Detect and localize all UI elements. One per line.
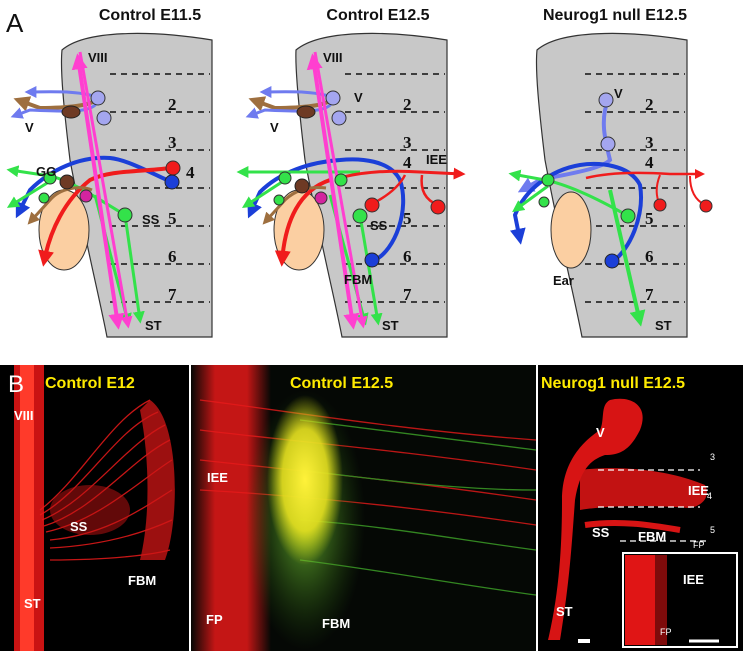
r2: 2: [168, 95, 177, 114]
svg-text:6: 6: [403, 247, 412, 266]
svg-text:V: V: [354, 90, 363, 105]
svg-text:VIII: VIII: [323, 50, 343, 65]
label-viii: VIII: [88, 50, 108, 65]
r3: 3: [168, 133, 177, 152]
panel-b-title-2: Control E12.5: [290, 375, 393, 392]
micrograph-control-e12: Control E12 VIII SS FBM ST: [0, 365, 189, 651]
svg-text:3: 3: [645, 133, 654, 152]
svg-text:2: 2: [645, 95, 654, 114]
svg-text:ST: ST: [655, 318, 672, 333]
micrograph-control-e125: Control E12.5 IEE FP FBM: [191, 365, 537, 651]
svg-text:ST: ST: [556, 604, 573, 619]
svg-text:3: 3: [710, 452, 715, 462]
r5: 5: [168, 209, 177, 228]
svg-text:FP: FP: [206, 612, 223, 627]
micrograph-neurog1-null: Neurog1 null E12.5 V IEE SS FBM ST IEE 3…: [538, 365, 743, 651]
panel-a-title-3: Neurog1 null E12.5: [543, 7, 687, 24]
svg-text:4: 4: [403, 153, 412, 172]
label-ear: Ear: [553, 273, 574, 288]
svg-text:7: 7: [403, 285, 412, 304]
red-hindbrain-stain: [548, 398, 643, 640]
panel-b: Control E12 VIII SS FBM ST: [0, 365, 743, 651]
panel-b-letter: B: [8, 371, 24, 398]
svg-text:SS: SS: [70, 519, 88, 534]
panel-a: A Control E11.5 Control E12.5 Neurog1 nu…: [6, 7, 713, 338]
r6: 6: [168, 247, 177, 266]
label-ss: SS: [142, 212, 160, 227]
panel-a-title-1: Control E11.5: [99, 7, 201, 24]
label-gg: GG: [36, 164, 56, 179]
svg-text:7: 7: [645, 285, 654, 304]
svg-text:3: 3: [403, 133, 412, 152]
r7: 7: [168, 285, 177, 304]
svg-text:FBM: FBM: [128, 573, 156, 588]
svg-text:IEE: IEE: [683, 572, 704, 587]
svg-text:FP: FP: [693, 540, 705, 550]
svg-text:IEE: IEE: [207, 470, 228, 485]
svg-text:ST: ST: [24, 596, 41, 611]
svg-text:FBM: FBM: [638, 529, 666, 544]
svg-text:5: 5: [403, 209, 412, 228]
panel-b-title-1: Control E12: [45, 375, 135, 392]
panel-b-title-3: Neurog1 null E12.5: [541, 375, 685, 392]
svg-text:FBM: FBM: [322, 616, 350, 631]
svg-text:V: V: [596, 425, 605, 440]
label-v: V: [25, 120, 34, 135]
ear-otocyst: [550, 191, 592, 269]
svg-text:5: 5: [645, 209, 654, 228]
svg-text:2: 2: [403, 95, 412, 114]
label-st: ST: [145, 318, 162, 333]
svg-text:6: 6: [645, 247, 654, 266]
r4: 4: [186, 163, 195, 182]
yellow-cell-cluster: [267, 395, 343, 565]
svg-text:4: 4: [707, 491, 712, 501]
svg-text:VIII: VIII: [14, 408, 34, 423]
diagram-neurog1-null: 2 3 4 5 6 7 V: [508, 32, 713, 338]
svg-text:IEE: IEE: [688, 483, 709, 498]
panel-a-title-2: Control E12.5: [326, 7, 429, 24]
svg-text:V: V: [614, 86, 623, 101]
label-iee: IEE: [426, 152, 447, 167]
panel-a-letter: A: [6, 8, 24, 38]
svg-text:SS: SS: [370, 218, 388, 233]
diagram-control-e125: 2 3 4 5 6 7: [236, 32, 466, 338]
label-fbm: FBM: [344, 272, 372, 287]
svg-text:4: 4: [645, 153, 654, 172]
svg-text:ST: ST: [382, 318, 399, 333]
svg-text:5: 5: [710, 525, 715, 535]
svg-text:FP: FP: [660, 627, 672, 637]
svg-text:SS: SS: [592, 525, 610, 540]
rhombomere-numbers: 2 3 4 5 6 7: [168, 95, 195, 304]
diagram-control-e115: 2 3 4 5 6 7: [6, 32, 213, 338]
svg-text:V: V: [270, 120, 279, 135]
